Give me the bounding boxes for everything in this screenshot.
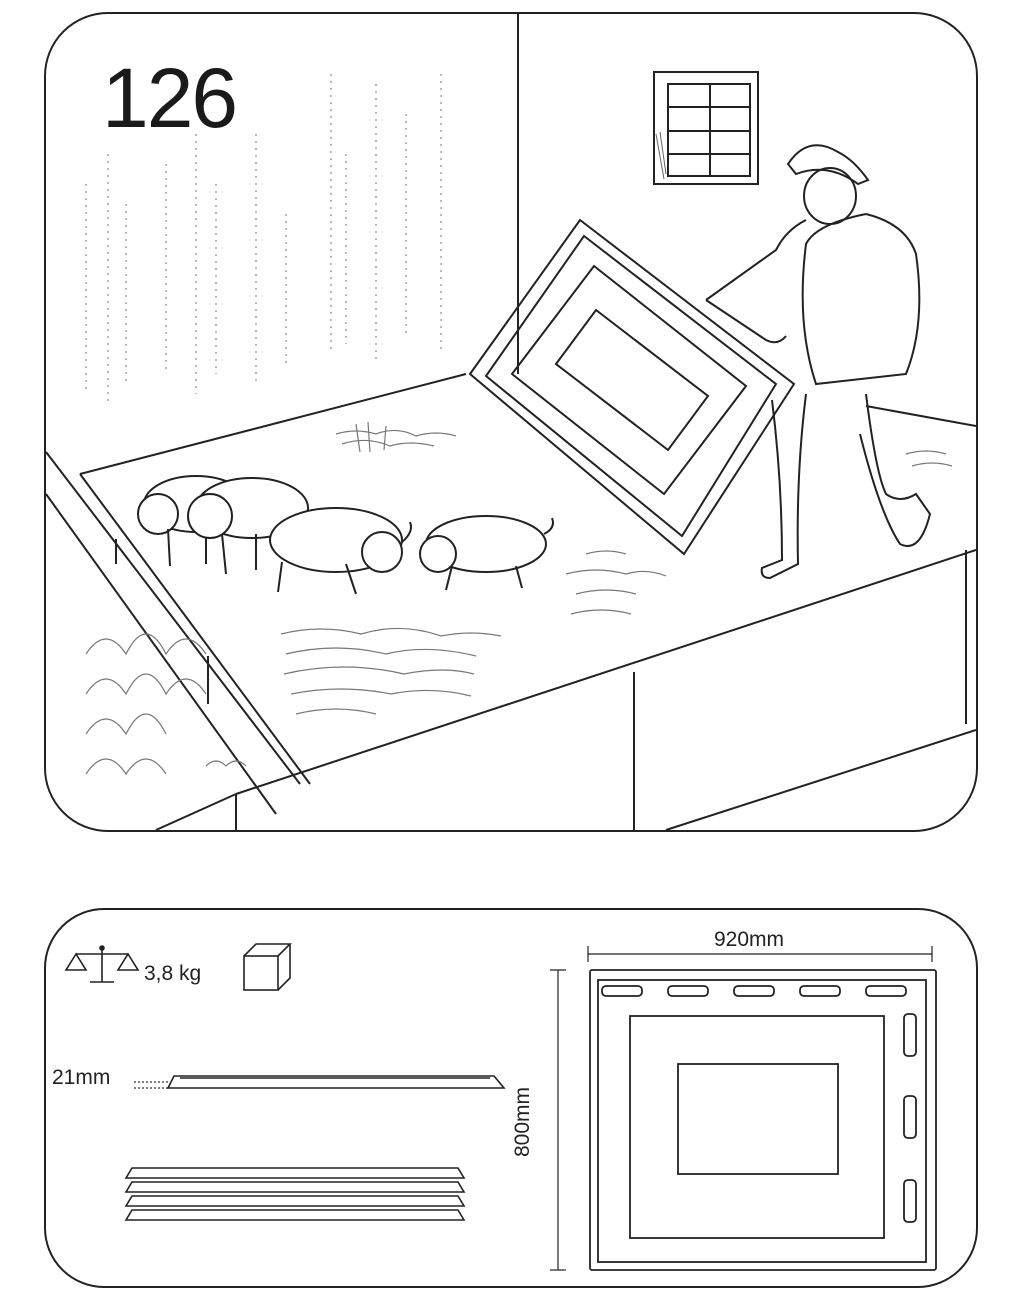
- pig: [269, 507, 412, 595]
- board-top-view: [589, 969, 937, 1271]
- spec-panel: 3,8 kg 21mm 920mm 800mm: [44, 908, 978, 1288]
- pen-scene: [46, 14, 976, 830]
- straw: [85, 421, 953, 776]
- box-icon: [243, 943, 292, 991]
- spec-drawings: [64, 943, 937, 1271]
- width-dimension: [587, 946, 933, 962]
- pen-board: [468, 218, 796, 556]
- board-stack: [124, 1167, 466, 1221]
- farmer-figure: [705, 144, 932, 580]
- pig: [419, 515, 554, 591]
- thickness-label: 21mm: [52, 1066, 111, 1089]
- scale-icon: [64, 945, 140, 983]
- illustration-panel: 126: [44, 12, 978, 832]
- board-side-view: [134, 1075, 506, 1089]
- weight-label: 3,8 kg: [144, 962, 202, 985]
- width-label: 920mm: [714, 928, 785, 951]
- item-number: 126: [102, 51, 238, 145]
- height-label: 800mm: [511, 1086, 535, 1158]
- back-wall-texture: [85, 74, 442, 404]
- pen-walls: [46, 373, 976, 830]
- height-dimension: [550, 969, 566, 1271]
- pig: [187, 477, 309, 575]
- window: [653, 71, 759, 185]
